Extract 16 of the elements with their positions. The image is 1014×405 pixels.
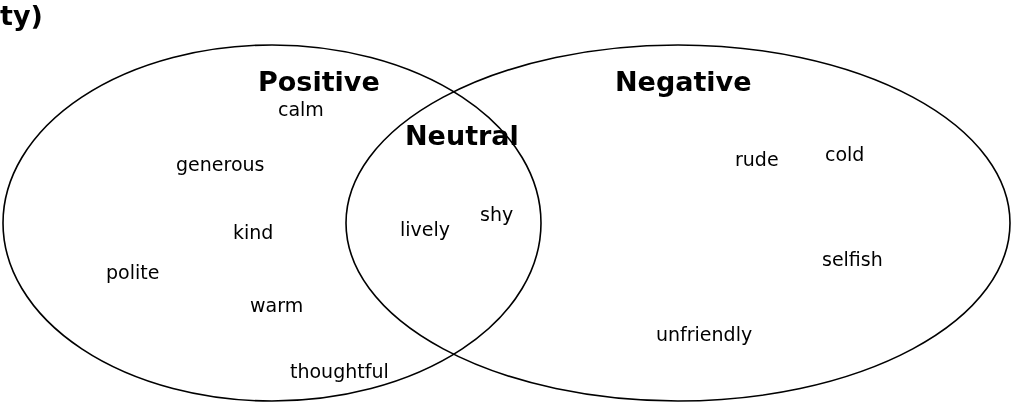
word-label: selfish xyxy=(822,248,883,270)
set-heading: Negative xyxy=(615,66,752,97)
word-label: warm xyxy=(250,294,304,316)
word-label: thoughtful xyxy=(290,360,389,382)
word-label: lively xyxy=(400,218,450,240)
set-ellipse xyxy=(2,44,542,402)
set-heading: Positive xyxy=(258,66,380,97)
word-label: cold xyxy=(825,143,865,165)
word-label: shy xyxy=(480,203,514,225)
heading-fragment: ty) xyxy=(0,0,43,31)
word-label: generous xyxy=(176,153,265,175)
word-label: rude xyxy=(735,148,779,170)
word-label: kind xyxy=(233,221,274,243)
word-label: polite xyxy=(106,261,160,283)
word-label: calm xyxy=(278,98,324,120)
word-label: unfriendly xyxy=(656,323,753,345)
